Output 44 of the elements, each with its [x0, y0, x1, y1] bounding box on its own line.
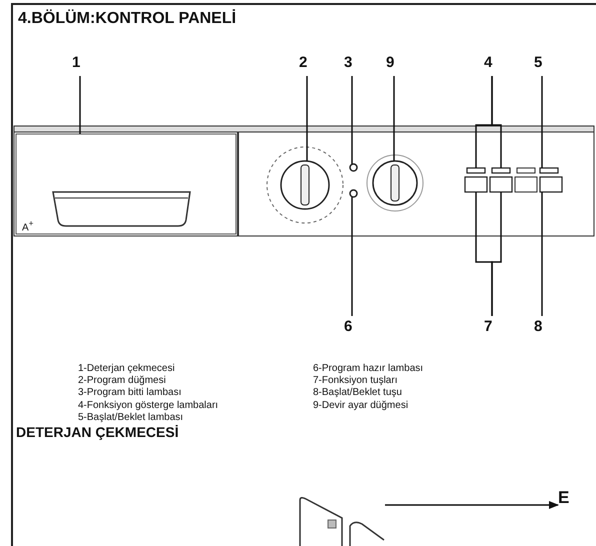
callout-number: 1 [72, 54, 80, 71]
callout-number: 6 [344, 318, 352, 335]
leader-line [306, 76, 308, 161]
start-pause-button [539, 176, 563, 193]
legend-item: 7-Fonksiyon tuşları [313, 375, 398, 386]
detergent-drawer [16, 134, 236, 234]
indicator-lamp [466, 167, 486, 174]
legend-item: 9-Devir ayar düğmesi [313, 400, 408, 411]
leader-line [491, 76, 502, 168]
arrow [385, 501, 559, 509]
legend-item: 5-Başlat/Beklet lambası [78, 412, 184, 423]
leader-line [491, 192, 502, 316]
leader-line [351, 197, 353, 316]
callout-number: E [558, 488, 570, 508]
function-button [464, 176, 488, 193]
callout-number: 3 [344, 54, 352, 71]
section-heading: DETERJAN ÇEKMECESİ [16, 424, 179, 440]
leader-line [351, 76, 353, 164]
callout-number: 9 [386, 54, 394, 71]
legend-item: 8-Başlat/Beklet tuşu [313, 387, 402, 398]
callout-number: 5 [534, 54, 542, 71]
function-button [489, 176, 513, 193]
leader-line [541, 76, 543, 168]
callout-number: 2 [299, 54, 308, 71]
leader-line [393, 76, 395, 161]
legend-item: 1-Deterjan çekmecesi [78, 363, 175, 374]
indicator-lamp [349, 189, 358, 198]
legend-item: 4-Fonksiyon gösterge lambaları [78, 400, 218, 411]
energy-class-text: A$^{+}$ [22, 218, 34, 234]
indicator-lamp [491, 167, 511, 174]
page-heading: 4.BÖLÜM:KONTROL PANELİ [18, 10, 236, 28]
detergent-drawer-drawing [299, 496, 384, 546]
indicator-lamp [349, 163, 358, 172]
legend-item: 3-Program bitti lambası [78, 387, 182, 398]
callout-number: 7 [484, 318, 492, 335]
legend-item: 6-Program hazır lambası [313, 363, 424, 374]
callout-number: 4 [484, 54, 492, 71]
speed-knob [372, 160, 418, 206]
program-knob [280, 160, 330, 210]
indicator-lamp [539, 167, 559, 174]
callout-number: 8 [534, 318, 542, 335]
legend-item: 2-Program düğmesi [78, 375, 166, 386]
leader-line [541, 192, 543, 316]
leader-line [79, 76, 81, 134]
